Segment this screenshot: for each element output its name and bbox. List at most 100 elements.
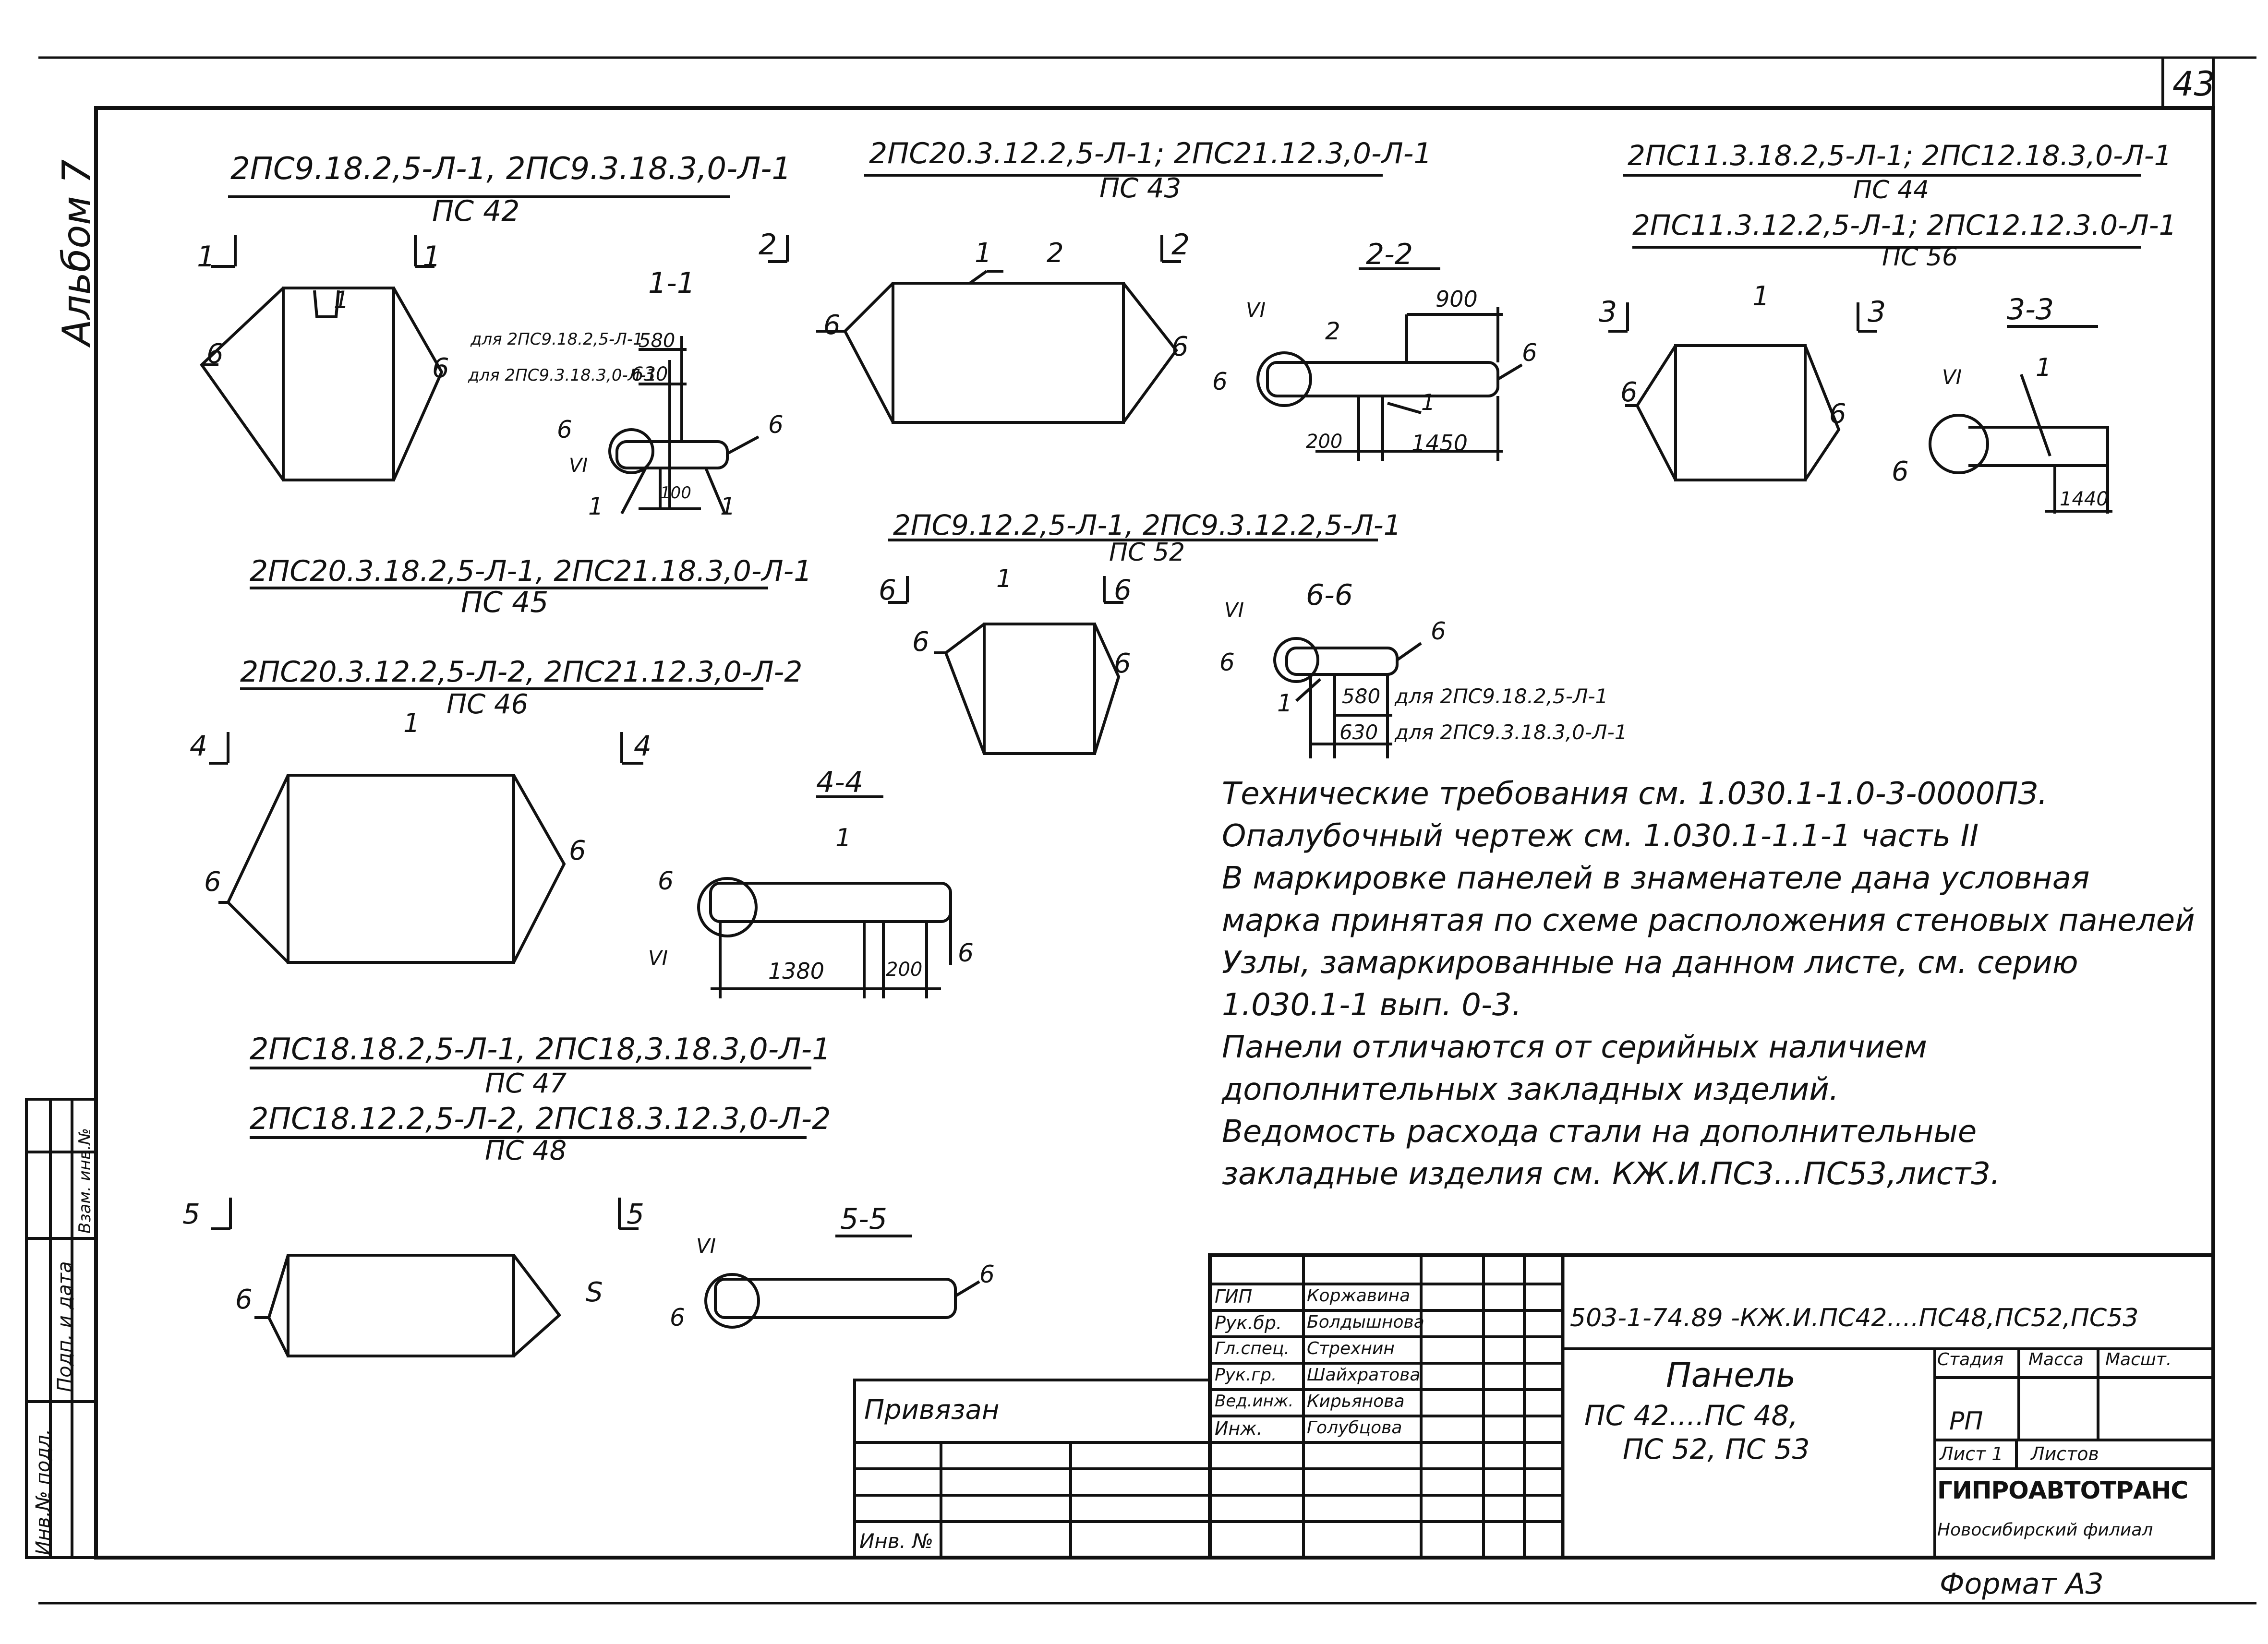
panel-ps44 xyxy=(1608,174,2141,514)
section-3-3: 3-3 xyxy=(2007,293,2054,326)
stage-header: Стадия xyxy=(1937,1350,2004,1369)
note-line: Узлы, замаркированные на данном листе, с… xyxy=(1222,945,2078,981)
s22-two: 2 xyxy=(1325,317,1340,345)
dim-1450: 1450 xyxy=(1411,430,1468,456)
for-a: для 2ПС9.18.2,5-Л-1 xyxy=(470,330,643,349)
g2-sub: ПС 43 xyxy=(1099,173,1182,204)
dim-1440: 1440 xyxy=(2060,488,2109,510)
doc-name-2: ПС 42....ПС 48, xyxy=(1584,1399,1798,1432)
doc-name-3: ПС 52, ПС 53 xyxy=(1623,1433,1810,1465)
g6-sub2: ПС 48 xyxy=(485,1135,567,1166)
s33-six: 6 xyxy=(1892,456,1909,487)
g1-title: 2ПС9.18.2,5-Л-1, 2ПС9.3.18.3,0-Л-1 xyxy=(230,151,792,187)
cut-3-left: 3 xyxy=(1599,295,1617,329)
g2-weld-right: 6 xyxy=(1171,331,1189,362)
sheet-number: 43 xyxy=(2172,64,2216,104)
album-label: Альбом 7 xyxy=(54,159,99,346)
g6-title: 2ПС18.18.2,5-Л-1, 2ПС18,3.18.3,0-Л-1 xyxy=(250,1032,831,1067)
s66-one: 1 xyxy=(1277,689,1292,717)
s22-six-a: 6 xyxy=(1212,368,1228,396)
s55-six-b: 6 xyxy=(979,1260,995,1288)
s22-node: VI xyxy=(1246,298,1266,322)
s44-six-b: 6 xyxy=(958,939,974,968)
s11-one-b: 1 xyxy=(720,492,736,520)
stamp-col2: Подп. и дата xyxy=(54,1261,76,1392)
s11-six-a: 6 xyxy=(557,416,572,444)
s22-six-b: 6 xyxy=(1522,339,1537,367)
g4-sub2: ПС 46 xyxy=(446,689,529,720)
g1-weld-right: 6 xyxy=(432,353,449,384)
dim-200-b: 200 xyxy=(886,959,923,981)
s11-one-a: 1 xyxy=(588,492,603,520)
section-6-6: 6-6 xyxy=(1306,578,1353,612)
g1-weld-left: 6 xyxy=(206,338,224,370)
g5-weld-left: 6 xyxy=(912,626,929,658)
person-3: Стрехнин xyxy=(1307,1339,1395,1358)
g3-title: 2ПС11.3.18.2,5-Л-1; 2ПС12.18.3,0-Л-1 xyxy=(1628,139,2172,172)
g3-part-1: 1 xyxy=(1752,281,1770,312)
cut-4-left: 4 xyxy=(190,730,207,762)
inv-label: Инв. № xyxy=(859,1529,934,1553)
dim-900: 900 xyxy=(1436,286,1478,312)
cut-1-right: 1 xyxy=(422,240,441,274)
sheets-label: Листов xyxy=(2031,1443,2099,1464)
dim-580: 580 xyxy=(639,330,676,352)
sheet-label: Лист 1 xyxy=(1940,1443,2003,1464)
dim-100: 100 xyxy=(660,483,691,503)
g2-part-2: 2 xyxy=(1047,238,1064,269)
role-3: Гл.спец. xyxy=(1215,1339,1290,1358)
s11-node: VI xyxy=(569,455,588,477)
g4-title: 2ПС20.3.18.2,5-Л-1, 2ПС21.18.3,0-Л-1 xyxy=(250,554,812,588)
org-name: ГИПРОАВТОТРАНС xyxy=(1937,1476,2188,1504)
mass-header: Масса xyxy=(2028,1350,2084,1369)
bound-label: Привязан xyxy=(864,1394,1000,1426)
person-1: Коржавина xyxy=(1307,1286,1411,1306)
g3-weld-left: 6 xyxy=(1620,377,1638,408)
g5-part-1: 1 xyxy=(996,564,1013,593)
s66-dim-630: 630 xyxy=(1339,720,1378,744)
s66-six-b: 6 xyxy=(1431,617,1446,645)
org-branch: Новосибирский филиал xyxy=(1937,1520,2153,1540)
title-block-lines xyxy=(853,1253,2215,1560)
scale-header: Масшт. xyxy=(2105,1350,2172,1369)
section-5-5: 5-5 xyxy=(840,1202,887,1236)
g5-weld-right: 6 xyxy=(1114,648,1131,679)
cut-3-right: 3 xyxy=(1868,295,1886,329)
s66-for-a: для 2ПС9.18.2,5-Л-1 xyxy=(1395,684,1608,708)
dim-630: 630 xyxy=(631,363,668,385)
g1-part-1: 1 xyxy=(334,286,349,314)
g6-weld-right: S xyxy=(586,1277,603,1308)
s66-six-a: 6 xyxy=(1219,648,1235,676)
s33-one: 1 xyxy=(2036,353,2052,382)
s66-dim-580: 580 xyxy=(1342,684,1381,708)
notes-block: Технические требования см. 1.030.1-1.0-3… xyxy=(1222,773,2195,1195)
cut-2-left: 2 xyxy=(759,228,777,262)
note-line: Ведомость расхода стали на дополнительны… xyxy=(1222,1114,1977,1150)
g3-weld-right: 6 xyxy=(1829,398,1846,430)
cut-6-left: 6 xyxy=(879,574,896,606)
g2-title: 2ПС20.3.12.2,5-Л-1; 2ПС21.12.3,0-Л-1 xyxy=(869,137,1432,170)
panel-ps43 xyxy=(768,174,1523,461)
g6-title2: 2ПС18.12.2,5-Л-2, 2ПС18.3.12.3,0-Л-2 xyxy=(250,1101,831,1136)
g3-title2: 2ПС11.3.12.2,5-Л-1; 2ПС12.12.3.0-Л-1 xyxy=(1632,209,2177,241)
role-6: Инж. xyxy=(1215,1418,1263,1439)
panel-ps47 xyxy=(211,1067,980,1357)
panel-ps52 xyxy=(888,539,1422,758)
cut-5-right: 5 xyxy=(627,1198,644,1230)
g2-part-1: 1 xyxy=(975,238,992,269)
person-5: Кирьянова xyxy=(1307,1392,1405,1411)
s22-one: 1 xyxy=(1421,389,1436,415)
panel-ps45 xyxy=(209,587,952,998)
cut-6-right: 6 xyxy=(1114,574,1132,606)
role-5: Вед.инж. xyxy=(1215,1392,1294,1411)
doc-name-1: Панель xyxy=(1666,1356,1796,1395)
g2-weld-left: 6 xyxy=(823,310,841,341)
s66-for-b: для 2ПС9.3.18.3,0-Л-1 xyxy=(1395,720,1628,744)
note-line: 1.030.1-1 вып. 0-3. xyxy=(1222,987,1522,1023)
role-2: Рук.бр. xyxy=(1215,1312,1282,1333)
panel-ps42 xyxy=(200,195,760,515)
dim-1380: 1380 xyxy=(768,958,825,984)
g1-sub: ПС 42 xyxy=(432,194,520,228)
g6-sub: ПС 47 xyxy=(485,1068,567,1099)
